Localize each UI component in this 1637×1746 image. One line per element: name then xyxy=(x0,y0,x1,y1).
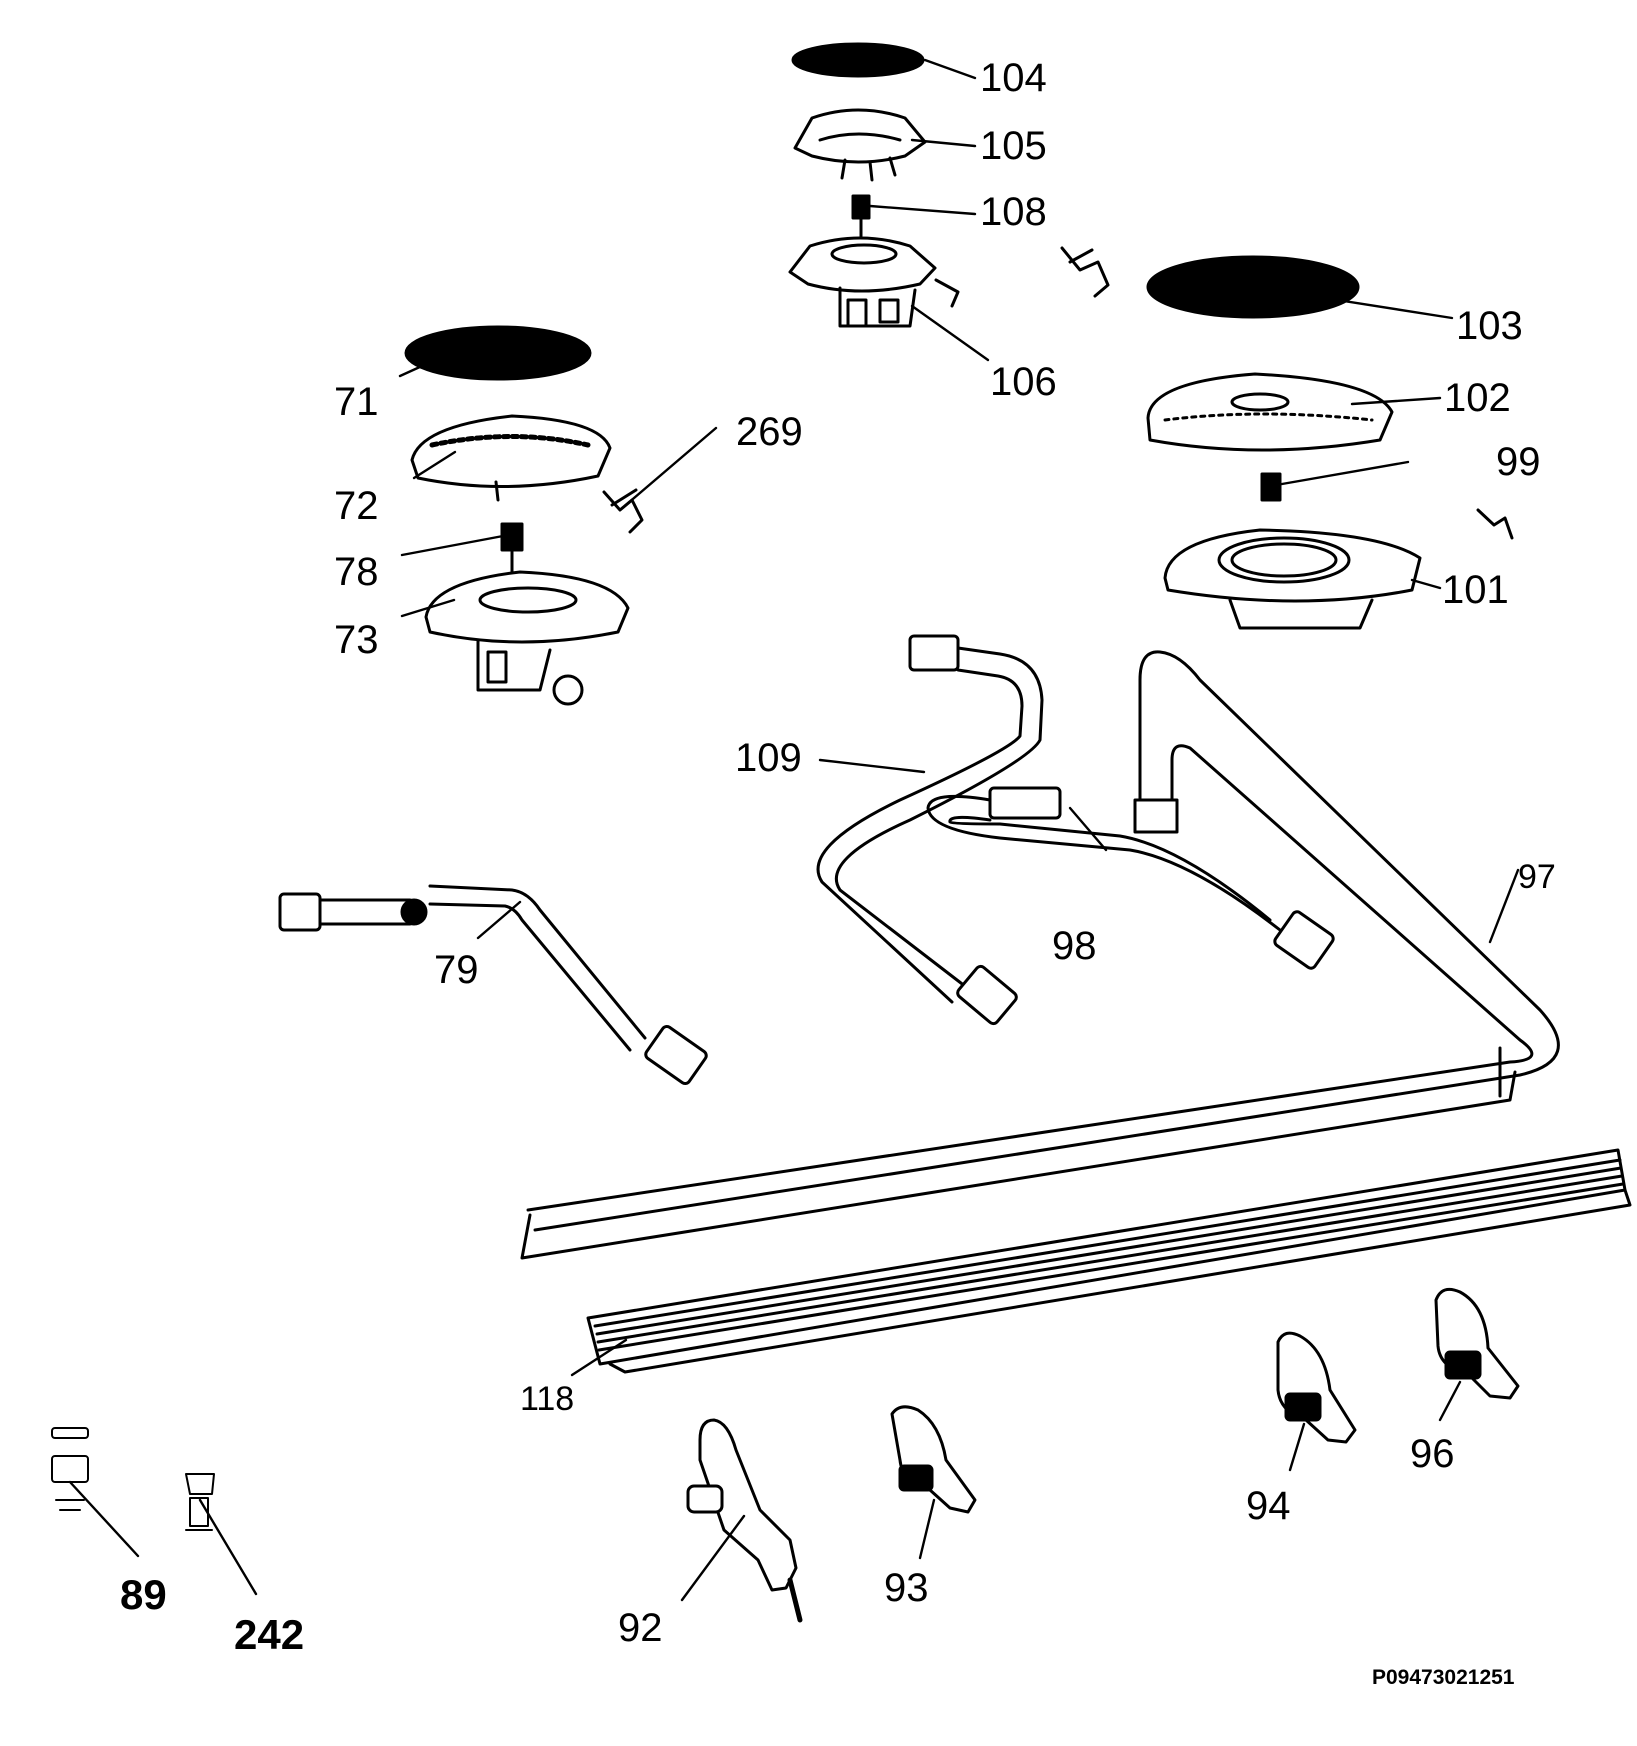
label-99: 99 xyxy=(1496,440,1541,484)
label-94: 94 xyxy=(1246,1484,1291,1528)
burner-crown-102 xyxy=(1146,372,1394,452)
label-102: 102 xyxy=(1444,376,1511,420)
part-242 xyxy=(185,1473,215,1531)
gas-manifold-97 xyxy=(520,650,1560,1260)
part-89 xyxy=(51,1427,89,1511)
diagram-code: P09473021251 xyxy=(1372,1666,1515,1689)
label-101: 101 xyxy=(1442,568,1509,612)
burner-body-106 xyxy=(788,236,960,328)
label-73: 73 xyxy=(334,618,379,662)
small-clip-top xyxy=(1060,246,1110,298)
label-106: 106 xyxy=(990,360,1057,404)
label-118: 118 xyxy=(520,1380,575,1418)
label-93: 93 xyxy=(884,1566,929,1610)
gas-pipe-109 xyxy=(816,634,1044,1026)
burner-body-101 xyxy=(1163,528,1422,630)
label-89: 89 xyxy=(120,1571,167,1618)
label-109: 109 xyxy=(735,736,802,780)
label-108: 108 xyxy=(980,190,1047,234)
gas-pipe-98 xyxy=(926,786,1335,970)
label-96: 96 xyxy=(1410,1432,1455,1476)
label-71: 71 xyxy=(334,380,379,424)
valve-93 xyxy=(890,1405,977,1514)
valve-96 xyxy=(1434,1287,1520,1400)
screw-78 xyxy=(500,522,524,577)
label-92: 92 xyxy=(618,1606,663,1650)
burner-cap-104 xyxy=(791,42,925,78)
label-242: 242 xyxy=(234,1611,305,1658)
valve-92 xyxy=(686,1418,803,1623)
gas-pipe-79 xyxy=(278,884,708,1086)
burner-cap-71 xyxy=(404,325,592,381)
burner-crown-72 xyxy=(410,414,612,502)
small-clip-right xyxy=(1476,508,1514,540)
label-79: 79 xyxy=(434,948,479,992)
screw-108 xyxy=(851,194,871,238)
burner-body-73 xyxy=(424,570,630,706)
label-97: 97 xyxy=(1518,858,1556,896)
label-103: 103 xyxy=(1456,304,1523,348)
label-105: 105 xyxy=(980,124,1047,168)
label-78: 78 xyxy=(334,550,379,594)
label-98: 98 xyxy=(1052,924,1097,968)
label-72: 72 xyxy=(334,484,379,528)
mounting-rail-118 xyxy=(586,1148,1632,1374)
burner-crown-105 xyxy=(793,108,927,182)
valve-94 xyxy=(1276,1331,1357,1444)
label-104: 104 xyxy=(980,56,1047,100)
burner-cap-103 xyxy=(1146,255,1360,319)
label-269: 269 xyxy=(736,410,803,454)
screw-99 xyxy=(1260,472,1282,502)
leader-lines xyxy=(68,58,1520,1602)
